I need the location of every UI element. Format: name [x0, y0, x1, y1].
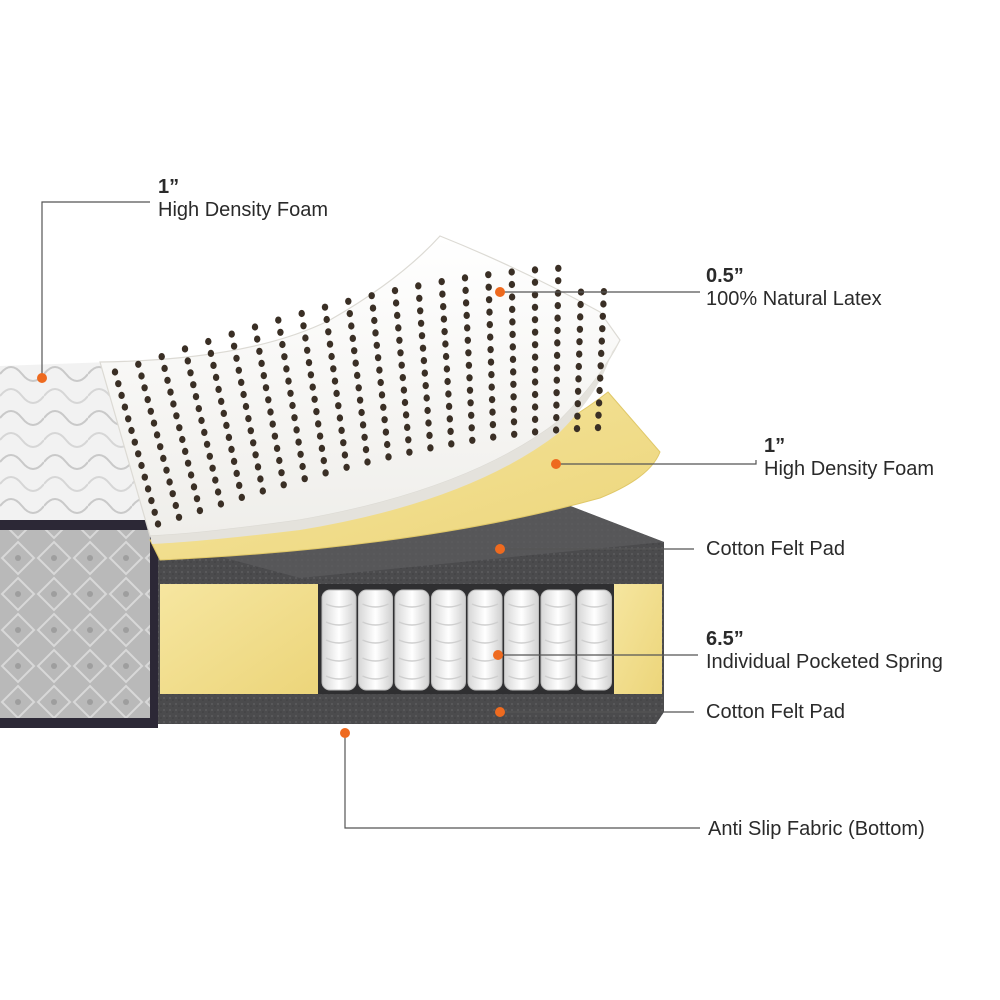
name-felt-bottom: Cotton Felt Pad: [706, 701, 845, 723]
name-top-foam: High Density Foam: [158, 199, 329, 221]
label-felt-top: Cotton Felt Pad: [706, 538, 845, 561]
label-felt-bottom: Cotton Felt Pad: [706, 701, 845, 724]
name-latex: 100% Natural Latex: [706, 288, 882, 310]
pocketed-springs: [321, 589, 612, 691]
foam-encasement-right: [612, 584, 662, 694]
spring-pocket: [540, 589, 576, 691]
callout-dot-felt-top: [495, 544, 505, 554]
leader-top-foam: [41, 201, 150, 378]
callout-dot-bottom-fabric: [340, 728, 350, 738]
name-yellow-foam: High Density Foam: [764, 458, 935, 480]
label-top-foam: 1” High Density Foam: [158, 176, 328, 222]
label-yellow-foam: 1” High Density Foam: [764, 435, 934, 481]
spring-pocket: [504, 589, 539, 691]
thickness-top-foam: 1”: [158, 176, 180, 198]
callout-dot-top-foam: [37, 373, 47, 383]
callout-dot-felt-bottom: [495, 707, 505, 717]
knit-side-panel: [0, 530, 156, 720]
name-springs: Individual Pocketed Spring: [706, 651, 943, 673]
label-springs: 6.5” Individual Pocketed Spring: [706, 628, 943, 674]
thickness-yellow-foam: 1”: [764, 435, 786, 457]
spring-pocket: [394, 589, 430, 691]
mattress-core: [158, 502, 664, 724]
spring-pocket: [321, 589, 357, 691]
latex-layer: [99, 235, 621, 544]
name-felt-top: Cotton Felt Pad: [706, 538, 845, 560]
leader-bottom-fabric: [344, 733, 700, 829]
name-bottom-fabric: Anti Slip Fabric (Bottom): [708, 818, 925, 840]
bottom-piping: [0, 718, 158, 728]
spring-pocket: [431, 589, 466, 691]
spring-pocket: [467, 589, 503, 691]
callout-dot-latex: [495, 287, 505, 297]
thickness-springs: 6.5”: [706, 628, 744, 650]
foam-encasement-left: [160, 584, 318, 694]
latex-perforations: [111, 264, 608, 528]
thickness-latex: 0.5”: [706, 265, 744, 287]
top-piping: [0, 520, 158, 530]
callout-dot-yellow-foam: [551, 459, 561, 469]
callout-dots: [37, 287, 561, 738]
spring-pocket: [577, 589, 612, 691]
leader-lines: [41, 201, 757, 829]
leader-yellow-foam: [556, 460, 757, 465]
label-bottom-fabric: Anti Slip Fabric (Bottom): [708, 818, 925, 841]
label-latex: 0.5” 100% Natural Latex: [706, 265, 882, 311]
callout-dot-springs: [493, 650, 503, 660]
spring-pocket: [358, 589, 393, 691]
